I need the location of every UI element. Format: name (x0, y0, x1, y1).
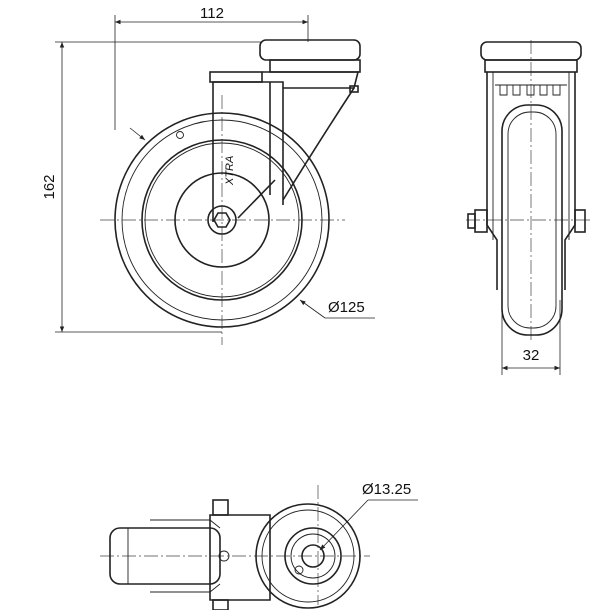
top-view (100, 485, 370, 610)
side-view: XTRA (100, 39, 361, 345)
bolt-hole-label: Ø13.25 (362, 481, 411, 498)
height-label: 162 (41, 174, 58, 199)
wheel-diameter-label: Ø125 (328, 299, 365, 316)
dimension-wheel-diameter: Ø125 (299, 299, 375, 319)
side-view-logo: XTRA (224, 156, 236, 186)
width-label: 112 (200, 5, 224, 22)
dimension-wheel-width: 32 (501, 300, 561, 375)
dimension-bolt-hole: Ø13.25 (319, 481, 418, 551)
front-view (466, 40, 590, 340)
dimension-width: 112 (114, 5, 309, 130)
wheel-width-label: 32 (523, 347, 540, 364)
dimension-height: 162 (41, 41, 262, 333)
